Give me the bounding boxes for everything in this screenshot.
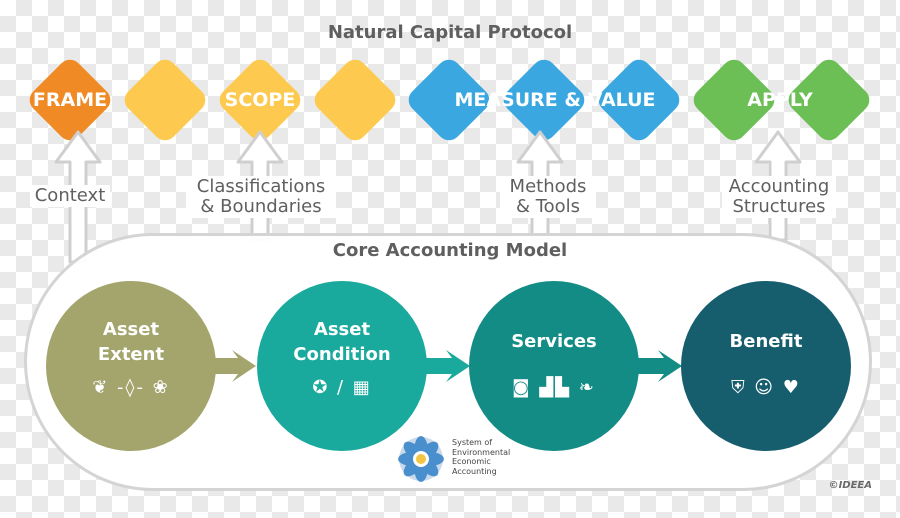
services-title: Services (511, 331, 597, 352)
frame-label: FRAME (32, 89, 108, 111)
context-label: Context (30, 185, 110, 207)
apply-label: APPLY (747, 89, 813, 111)
measure-value-label: MEASURE & VALUE (454, 89, 656, 111)
asset-condition-icons: ✪ / ▦ (312, 377, 372, 398)
seea-caption: System of Environmental Economic Account… (452, 438, 511, 476)
asset-condition-title: Asset Condition (293, 319, 391, 365)
seea-logo-icon (398, 436, 444, 482)
asset-extent-title: Asset Extent (97, 319, 165, 365)
asset-extent-icons: ❦ ‑◊‑ ❀ (92, 377, 170, 398)
methods-label: Methods & Tools (500, 176, 596, 218)
services-icons: ◙ ▟▙ ❧ (512, 377, 596, 398)
asset-condition-circle: Asset Condition ✪ / ▦ (257, 281, 427, 451)
asset-extent-circle: Asset Extent ❦ ‑◊‑ ❀ (46, 281, 216, 451)
scope-label: SCOPE (224, 89, 296, 111)
benefit-circle: Benefit ⛨ ☺ ♥ (681, 281, 851, 451)
core-model-title: Core Accounting Model (332, 240, 568, 261)
diagram-title: Natural Capital Protocol (327, 22, 573, 43)
accounting-structures-label: Accounting Structures (722, 176, 836, 218)
condition-to-services-arrow (424, 350, 470, 382)
benefit-title: Benefit (729, 331, 803, 352)
copyright-credit: ©IDEEA (828, 480, 872, 491)
classifications-label: Classifications & Boundaries (186, 176, 336, 218)
services-to-benefit-arrow (636, 350, 682, 382)
benefit-icons: ⛨ ☺ ♥ (731, 377, 801, 398)
extent-to-condition-arrow (208, 350, 256, 382)
services-circle: Services ◙ ▟▙ ❧ (469, 281, 639, 451)
